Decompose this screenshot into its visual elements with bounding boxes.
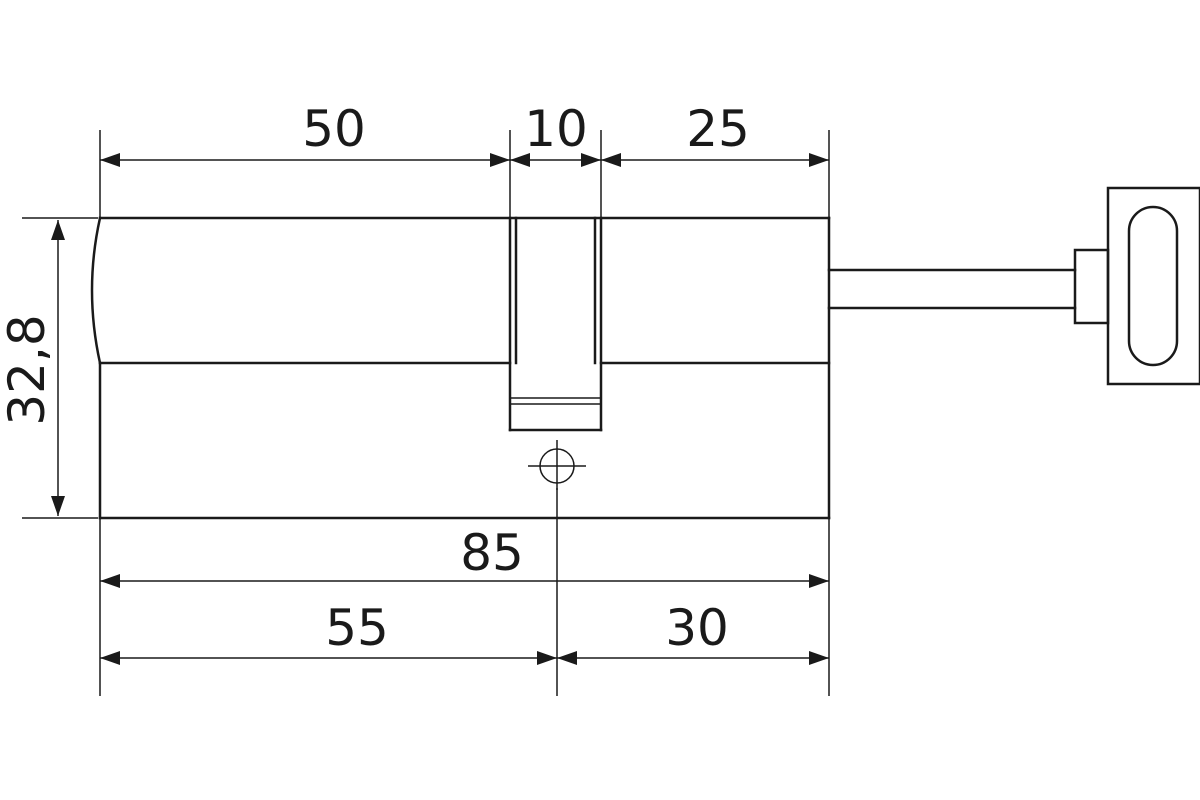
cylinder-body [90,216,831,520]
dimension-label-85: 85 [460,524,524,582]
height-dimension-line [51,220,65,516]
cylinder-rounded-end [90,216,102,365]
dimension-label-50: 50 [302,100,366,158]
key-head [1106,186,1200,386]
total-length-dimension-line [100,574,829,588]
dimension-label-30: 30 [665,599,729,657]
top-dimension-lines [100,153,829,167]
dimension-label-25: 25 [686,100,750,158]
extension-lines [22,130,830,696]
dimension-label-height: 32,8 [0,314,56,425]
dimension-label-10: 10 [524,100,588,158]
center-mark [528,440,586,490]
bottom-dimension-lines [100,651,829,665]
dimension-label-55: 55 [325,599,389,657]
key [827,186,1200,386]
key-head-hole [1127,205,1179,367]
cam-slot [508,216,603,432]
